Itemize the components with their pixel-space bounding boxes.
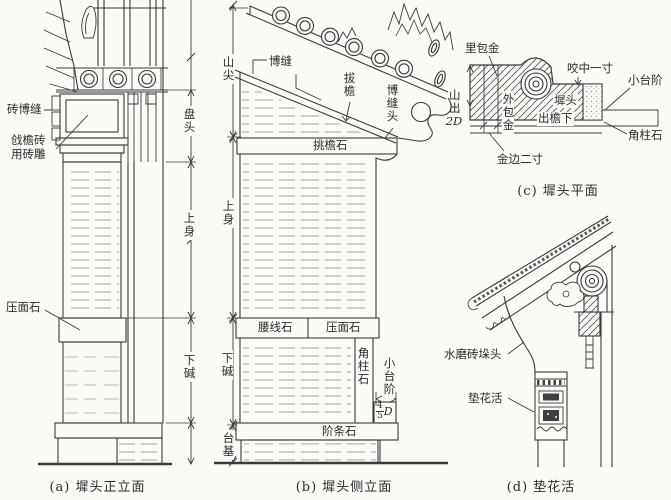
panel-d-drawing — [467, 215, 617, 467]
label-c-waibaojin: 外包金 — [501, 91, 516, 134]
caption-panel-b: (b) 墀头侧立面 — [295, 480, 393, 495]
label-a-qiangyan-line2: 用砖雕 — [11, 146, 46, 161]
caption-panel-a: (a) 墀头正立面 — [49, 480, 146, 495]
label-c-jinbian-ercun: 金边二寸 — [497, 152, 543, 166]
label-b-shanjian: 山尖 — [221, 54, 236, 84]
label-d-dianhuahuo: 垫花活 — [468, 391, 503, 405]
panel-a-drawing — [38, 0, 196, 466]
label-c-shanchu-dim: 2D — [445, 114, 463, 128]
label-a-qiangyan-line1: 戗檐砖 — [11, 133, 46, 147]
label-b-yaoxianshi: 腰线石 — [257, 320, 294, 335]
label-b-tiaoyanshi: 挑檐石 — [312, 138, 349, 153]
label-b-xiajian: 下碱 — [220, 350, 235, 380]
label-b-bayan: 拔檐 — [342, 72, 357, 98]
label-a-shangshen: 上身 — [182, 210, 197, 240]
label-b-xiaotaijie: 小台阶 — [382, 355, 397, 398]
label-a-qiangyan-brick: 戗檐砖 用砖雕 — [10, 133, 56, 162]
label-c-xiaotaijie: 小台阶 — [628, 73, 663, 87]
fraction-variable-d: D — [383, 404, 393, 418]
label-b-shangshen: 上身 — [221, 198, 236, 228]
panel-b-drawing — [214, 0, 454, 467]
dim-b-step-four-fifths-d: 4 5 D — [375, 401, 394, 422]
label-b-bofengtou: 博缝头 — [385, 84, 400, 123]
label-c-libaojin: 里包金 — [465, 41, 500, 55]
label-b-jiaozhushi: 角柱石 — [356, 345, 371, 388]
label-c-yaozhong-yicun: 咬中一寸 — [567, 61, 613, 75]
fraction-denominator: 5 — [376, 411, 384, 422]
label-d-shuimo-zhuanduotou: 水磨砖垛头 — [444, 347, 502, 361]
label-c-chuyanxia: 出檐下 — [537, 111, 574, 126]
label-a-xiajian: 下碱 — [182, 352, 197, 382]
label-a-zhuan-bofeng: 砖博缝 — [6, 102, 43, 117]
label-b-bofeng: 博缝 — [269, 54, 292, 68]
caption-panel-c: (c) 墀头平面 — [517, 184, 599, 199]
label-a-yamianshi: 压面石 — [5, 300, 42, 315]
label-b-jietiaoshi: 阶条石 — [321, 424, 358, 439]
label-b-taiji: 台基 — [221, 430, 236, 460]
label-c-shanchu-2d: 山出 2D — [444, 89, 464, 128]
fraction-numerator: 4 — [377, 401, 383, 411]
label-b-yamianshi: 压面石 — [325, 320, 362, 335]
label-c-chitou: 墀头 — [553, 93, 578, 108]
fraction-four-fifths: 4 5 — [376, 401, 384, 422]
label-c-jiaozhushi: 角柱石 — [628, 128, 663, 142]
caption-panel-d: (d) 垫花活 — [506, 480, 576, 495]
label-a-pantou: 盘头 — [182, 106, 197, 136]
label-c-shanchu: 山出 — [447, 89, 462, 115]
